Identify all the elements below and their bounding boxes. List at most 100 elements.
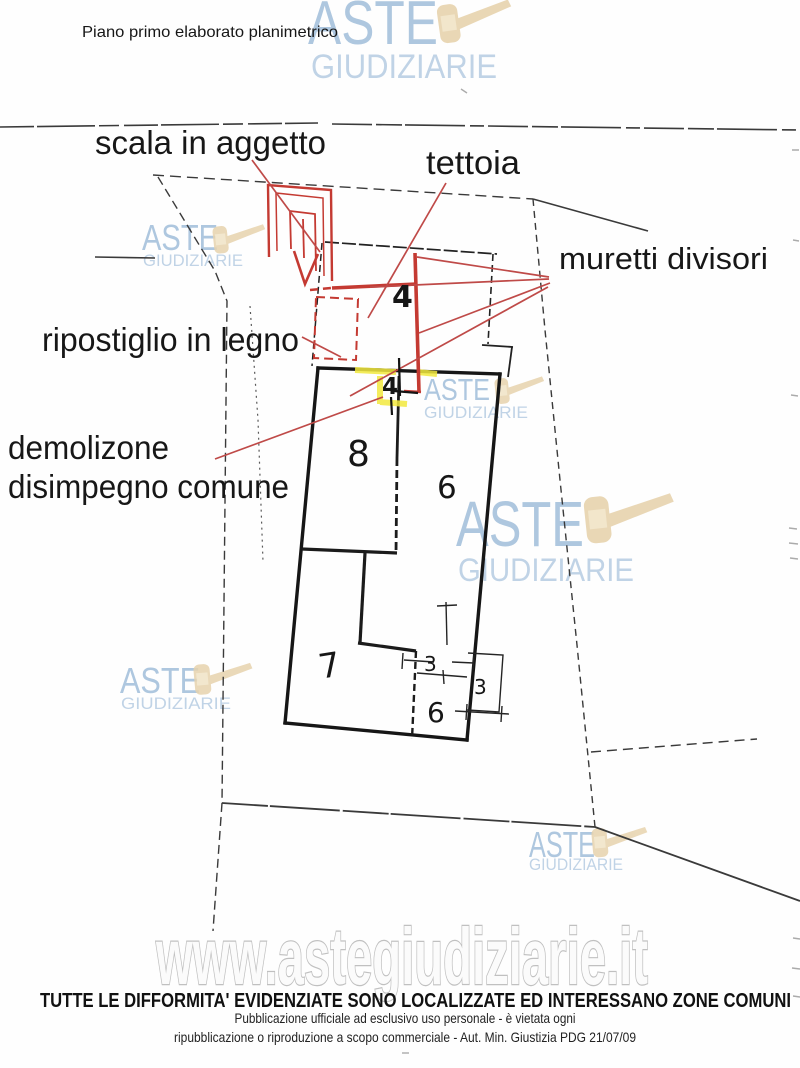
watermark-giudiziarie-text: GIUDIZIARIE xyxy=(311,48,497,86)
red-walls xyxy=(309,252,422,394)
watermark-giudiziarie-text: GIUDIZIARIE xyxy=(424,404,528,422)
dim-number-3b: 3 xyxy=(474,675,487,699)
dim-tick-vertical xyxy=(445,601,448,646)
boundary-left-stub xyxy=(94,256,156,259)
red-wall-vertical xyxy=(413,252,421,393)
courtyard-step-v xyxy=(507,346,513,378)
watermark-center: ASTE GIUDIZIARIE xyxy=(424,372,547,422)
ripostiglio-dashed-box xyxy=(312,295,360,362)
watermark-giudiziarie-text: GIUDIZIARIE xyxy=(458,552,634,588)
room-number-door: 4 xyxy=(382,374,398,400)
stair-outer-inner-edge xyxy=(275,192,325,277)
building-outline xyxy=(283,366,502,742)
label-demolizione-line1: demolizone xyxy=(8,429,169,466)
annex-box xyxy=(466,652,504,713)
footer-notice-2: ripubblicazione o riproduzione a scopo c… xyxy=(174,1029,636,1045)
footer-disclaimer: TUTTE LE DIFFORMITA' EVIDENZIATE SONO LO… xyxy=(40,990,791,1012)
watermark-aste-text: ASTE xyxy=(120,660,200,701)
wall-bottom xyxy=(283,721,469,742)
watermark-aste-text: ASTE xyxy=(142,217,218,258)
dim-tick-mid xyxy=(442,669,445,685)
label-demolizione-line2: disimpegno comune xyxy=(8,468,289,505)
wall-divider-upper xyxy=(395,375,401,459)
boundary-top-left xyxy=(0,122,319,128)
pointer-muretti-1 xyxy=(369,278,550,288)
gavel-icon xyxy=(436,0,516,45)
pointer-muretti-3 xyxy=(418,282,551,334)
gavel-icon xyxy=(494,373,547,405)
room-number-6-lower: 6 xyxy=(427,696,445,729)
dim-number-3a: 3 xyxy=(424,652,437,676)
boundary-bottom xyxy=(221,802,596,828)
watermark-left-lower: ASTE GIUDIZIARIE xyxy=(120,659,255,713)
watermark-aste-text: ASTE xyxy=(308,0,438,58)
pointer-muretti-2 xyxy=(416,256,550,278)
stair-arrow-head xyxy=(292,250,320,288)
boundary-upper-diagonal xyxy=(152,174,534,200)
stair-arrow-shaft xyxy=(302,218,305,259)
annex-and-dimensions xyxy=(401,601,510,723)
dim-inner-line xyxy=(416,672,468,678)
wall-top xyxy=(316,366,502,376)
pointer-ripostiglio xyxy=(301,336,342,358)
wall-divider-dashed xyxy=(394,457,399,554)
dim-line-3a xyxy=(403,659,475,664)
boundary-right-branch xyxy=(590,738,758,753)
wall-room7-top xyxy=(301,547,398,555)
room-number-8: 8 xyxy=(347,434,370,475)
boundary-dotted-inner xyxy=(249,305,264,563)
watermark-giudiziarie-text: GIUDIZIARIE xyxy=(529,855,623,874)
door-tick-lower xyxy=(389,396,394,416)
boundary-top-right xyxy=(331,123,799,131)
watermark-left-upper: ASTE GIUDIZIARIE xyxy=(142,217,268,270)
stair-outer xyxy=(266,183,334,282)
highlight-wall-segment xyxy=(416,369,438,377)
red-markings xyxy=(214,159,551,460)
stair-inner xyxy=(289,209,317,272)
wall-room6low-west xyxy=(410,650,418,740)
label-muretti-divisori: muretti divisori xyxy=(559,241,768,276)
courtyard-step-h xyxy=(481,344,514,348)
yellow-highlights xyxy=(354,367,438,407)
door-tick-horizontal xyxy=(393,389,419,395)
pointer-demolizione xyxy=(214,396,384,460)
watermark-bottom-right: ASTE GIUDIZIARIE xyxy=(529,824,650,874)
watermark-aste-text: ASTE xyxy=(529,824,595,865)
dim-tick-cross xyxy=(436,604,458,607)
staircase xyxy=(266,183,334,288)
watermark-url: www.astegiudiziarie.it xyxy=(155,912,648,1001)
red-pointer-lines xyxy=(214,159,551,460)
interior-walls xyxy=(301,375,418,740)
scan-artifacts xyxy=(402,88,800,1054)
pointer-scala xyxy=(251,159,321,253)
label-scala-in-aggetto: scala in aggetto xyxy=(95,124,326,161)
red-wall-dashed xyxy=(309,286,332,292)
dim-line-bottom-ends xyxy=(465,703,503,723)
watermark-giudiziarie-text: GIUDIZIARIE xyxy=(121,694,231,713)
gavel-icon xyxy=(212,221,268,255)
room-number-6: 6 xyxy=(437,470,457,506)
watermark-center-right: ASTE GIUDIZIARIE xyxy=(456,488,678,588)
footer-notice-1: Pubblicazione ufficiale ad esclusivo uso… xyxy=(235,1010,576,1026)
room-number-7: 7 xyxy=(316,645,344,688)
scan-edge-marks xyxy=(788,149,800,998)
wall-left xyxy=(283,366,320,725)
door-marks xyxy=(389,357,419,416)
dim-line-bottom xyxy=(454,710,510,715)
dim-line-3a-ends xyxy=(401,652,475,671)
wall-room7-east xyxy=(358,552,367,644)
wall-right xyxy=(465,372,502,742)
label-tettoia: tettoia xyxy=(426,144,521,181)
boundary-left xyxy=(157,176,228,804)
watermark-aste-text: ASTE xyxy=(424,372,490,407)
label-ripostiglio-in-legno: ripostiglio in legno xyxy=(42,321,299,358)
watermark-top: ASTE GIUDIZIARIE xyxy=(308,0,516,86)
door-tick-vertical xyxy=(397,357,402,397)
highlight-wall-segment xyxy=(354,367,397,375)
gavel-icon xyxy=(583,488,678,545)
courtyard-top xyxy=(324,241,498,255)
pointer-muretti-4 xyxy=(349,286,549,397)
watermark-giudiziarie-text: GIUDIZIARIE xyxy=(143,251,243,270)
